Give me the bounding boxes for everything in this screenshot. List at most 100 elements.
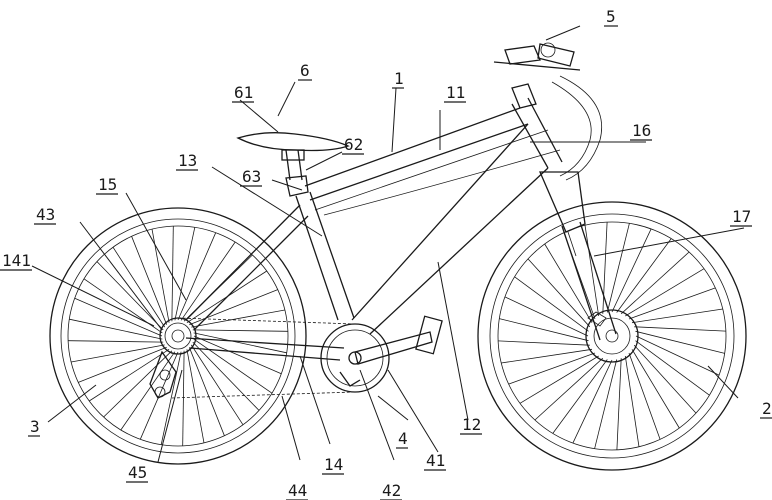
spoke — [71, 344, 165, 363]
spoke — [501, 348, 593, 364]
label-16: 16 — [632, 121, 651, 140]
rear-tire-outer — [49, 207, 307, 465]
spoke — [74, 297, 163, 337]
stem — [511, 83, 537, 109]
label-2: 2 — [762, 399, 772, 418]
spoke — [616, 358, 622, 450]
spoke — [519, 355, 599, 404]
label-62: 62 — [344, 135, 363, 154]
spoke — [131, 236, 168, 325]
spoke — [160, 351, 182, 445]
down-tube-lower — [369, 167, 549, 335]
spoke — [625, 268, 705, 317]
spoke — [193, 338, 273, 394]
spoke — [96, 261, 164, 331]
spoke — [635, 330, 725, 354]
label-42: 42 — [382, 481, 401, 500]
fork-leg-right — [579, 221, 617, 335]
seat-tube-right — [309, 191, 355, 319]
chain-top — [177, 317, 356, 325]
spoke — [174, 227, 196, 321]
spoke — [88, 348, 170, 402]
chain-bottom — [171, 391, 356, 399]
spoke — [499, 318, 589, 342]
spoke — [78, 346, 167, 383]
spoke — [103, 350, 173, 418]
spoke — [139, 351, 179, 440]
top-tube-lower — [309, 123, 529, 201]
spoke — [602, 222, 608, 314]
label-3: 3 — [30, 417, 40, 436]
spoke — [633, 344, 697, 414]
shifter — [504, 45, 541, 65]
chain — [171, 317, 356, 399]
label-5: 5 — [606, 7, 616, 26]
seat-post-right — [297, 149, 303, 181]
pedal — [415, 315, 443, 355]
label-14: 14 — [324, 455, 343, 474]
spoke — [552, 359, 608, 434]
seat-post-left — [285, 149, 291, 181]
spoke — [193, 332, 287, 354]
spoke — [192, 341, 260, 411]
spoke — [544, 243, 593, 323]
spoke — [186, 349, 205, 443]
disc-brake-rotor — [585, 309, 639, 363]
rear-tire-inner — [60, 218, 296, 454]
crank-arm — [354, 331, 433, 365]
spoke — [508, 352, 596, 385]
label-13: 13 — [178, 151, 197, 170]
seat-stay-lower — [193, 215, 309, 331]
label-4: 4 — [398, 429, 408, 448]
brake-cable — [323, 149, 561, 216]
spoke — [514, 276, 589, 332]
label-15: 15 — [98, 175, 117, 194]
crankset — [320, 315, 443, 393]
front-spokes — [498, 222, 726, 450]
seat-tube-left — [295, 195, 339, 321]
spoke — [584, 225, 600, 317]
seat-stay-upper — [185, 204, 301, 321]
spoke — [606, 223, 630, 313]
handlebar-assembly — [493, 42, 602, 181]
handlebar — [493, 61, 581, 71]
jockey-wheel-2 — [154, 386, 166, 398]
front-wheel — [477, 201, 747, 471]
top-tube-upper — [304, 107, 521, 187]
label-12: 12 — [462, 415, 481, 434]
spoke — [69, 318, 163, 340]
spoke — [191, 309, 285, 328]
spoke — [628, 352, 661, 440]
chain-stay-lower — [189, 347, 341, 361]
label-43: 43 — [36, 205, 55, 224]
brake-lever — [537, 43, 575, 67]
spoke — [635, 335, 720, 376]
label-1: 1 — [394, 69, 404, 88]
handlebar-cable-2 — [551, 81, 592, 177]
label-61: 61 — [234, 83, 253, 102]
seat-clamp — [281, 149, 305, 161]
spoke — [182, 350, 185, 446]
spoke — [190, 344, 244, 426]
leader-lines — [31, 25, 745, 463]
spoke — [177, 232, 217, 321]
spoke — [634, 326, 726, 332]
spoke — [498, 340, 590, 346]
spoke — [631, 349, 680, 429]
label-44: 44 — [288, 481, 307, 500]
chainring-inner — [326, 329, 384, 387]
spoke — [193, 335, 282, 375]
reference-labels: 1 2 3 4 5 6 11 12 13 14 15 16 17 41 42 4… — [2, 7, 772, 500]
jockey-wheel-1 — [159, 369, 171, 381]
fork-stanchion — [567, 231, 577, 257]
spoke — [534, 357, 604, 421]
handlebar-cable-1 — [559, 75, 602, 181]
seat-collar — [285, 175, 309, 197]
rear-derailleur — [149, 350, 177, 399]
spoke — [624, 355, 640, 447]
spoke — [527, 258, 591, 328]
down-tube-upper — [351, 123, 529, 321]
spoke — [572, 359, 613, 444]
spoke — [594, 359, 618, 449]
